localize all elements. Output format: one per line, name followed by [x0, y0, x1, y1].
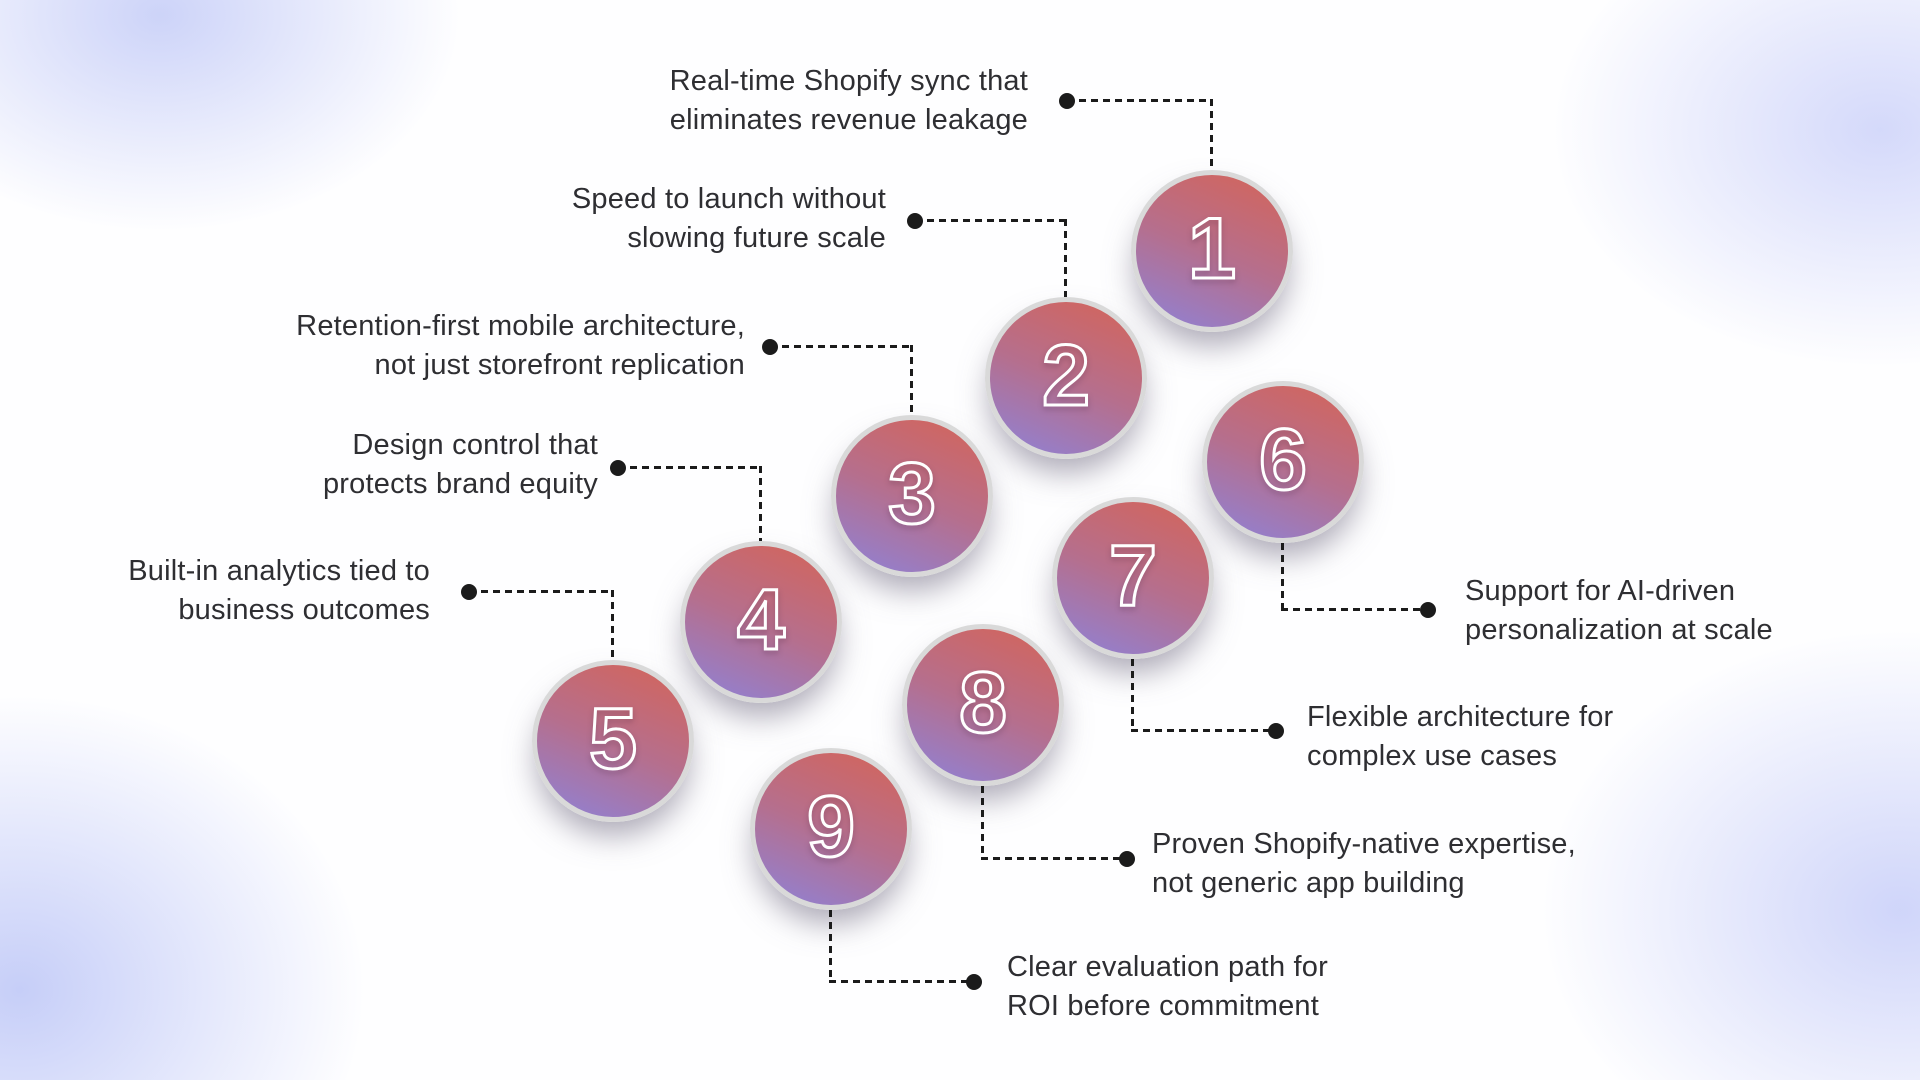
- step-circle-5: 5: [532, 660, 694, 822]
- step-label-9-line-1: Clear evaluation path for: [1007, 951, 1328, 983]
- connector-8-dot: [1119, 851, 1135, 867]
- connector-1-vertical: [1210, 99, 1213, 170]
- connector-3-vertical: [910, 345, 913, 415]
- step-label-5: Built-in analytics tied to business outc…: [128, 552, 430, 630]
- connector-7-vertical: [1131, 659, 1134, 730]
- step-label-7-line-2: complex use cases: [1307, 740, 1558, 772]
- step-label-1-line-2: eliminates revenue leakage: [669, 104, 1028, 136]
- step-label-7: Flexible architecture for complex use ca…: [1307, 698, 1613, 776]
- step-label-8-line-2: not generic app building: [1152, 867, 1465, 899]
- connector-5-dot: [461, 584, 477, 600]
- connector-5-vertical: [611, 590, 614, 660]
- step-label-4: Design control that protects brand equit…: [323, 426, 598, 504]
- step-number-9: 9: [806, 779, 857, 875]
- step-label-3: Retention-first mobile architecture, not…: [296, 307, 745, 385]
- step-label-4-line-2: protects brand equity: [322, 468, 598, 500]
- connector-2-vertical: [1064, 219, 1067, 297]
- connector-8-vertical: [981, 786, 984, 858]
- connector-3-horizontal: [770, 345, 912, 348]
- step-circle-1: 1: [1131, 170, 1293, 332]
- step-label-9: Clear evaluation path for ROI before com…: [1007, 948, 1328, 1026]
- step-number-5: 5: [588, 691, 639, 787]
- connector-6-horizontal: [1281, 608, 1428, 611]
- connector-1-dot: [1059, 93, 1075, 109]
- step-number-4: 4: [736, 572, 787, 668]
- step-label-2-line-1: Speed to launch without: [571, 183, 886, 215]
- step-label-2: Speed to launch without slowing future s…: [572, 180, 886, 258]
- step-label-5-line-2: business outcomes: [178, 594, 430, 626]
- connector-9-horizontal: [829, 980, 974, 983]
- step-number-6: 6: [1258, 412, 1309, 508]
- step-number-7: 7: [1108, 528, 1159, 624]
- step-circle-8: 8: [902, 624, 1064, 786]
- step-label-7-line-1: Flexible architecture for: [1307, 701, 1614, 733]
- step-label-9-line-2: ROI before commitment: [1007, 990, 1320, 1022]
- step-number-2: 2: [1041, 328, 1092, 424]
- step-circle-6: 6: [1202, 381, 1364, 543]
- step-label-1-line-1: Real-time Shopify sync that: [669, 65, 1028, 97]
- step-label-3-line-1: Retention-first mobile architecture,: [296, 310, 745, 342]
- step-label-3-line-2: not just storefront replication: [374, 349, 745, 381]
- connector-6-dot: [1420, 602, 1436, 618]
- step-label-6-line-1: Support for AI-driven: [1465, 575, 1736, 607]
- step-label-6: Support for AI-driven personalization at…: [1465, 572, 1773, 650]
- connector-1-horizontal: [1067, 99, 1212, 102]
- connector-4-horizontal: [618, 466, 761, 469]
- step-circle-4: 4: [680, 541, 842, 703]
- connector-3-dot: [762, 339, 778, 355]
- connector-9-dot: [966, 974, 982, 990]
- step-label-8-line-1: Proven Shopify-native expertise,: [1152, 828, 1576, 860]
- connector-9-vertical: [829, 910, 832, 981]
- step-circle-2: 2: [985, 297, 1147, 459]
- connector-2-horizontal: [915, 219, 1066, 222]
- step-label-4-line-1: Design control that: [352, 429, 598, 461]
- step-label-2-line-2: slowing future scale: [627, 222, 886, 254]
- step-label-8: Proven Shopify-native expertise, not gen…: [1152, 825, 1576, 903]
- connector-5-horizontal: [469, 590, 613, 593]
- step-circle-3: 3: [831, 415, 993, 577]
- step-label-6-line-2: personalization at scale: [1465, 614, 1773, 646]
- connector-6-vertical: [1281, 543, 1284, 609]
- connector-2-dot: [907, 213, 923, 229]
- step-label-1: Real-time Shopify sync that eliminates r…: [670, 62, 1028, 140]
- step-circle-7: 7: [1052, 497, 1214, 659]
- connector-8-horizontal: [981, 857, 1127, 860]
- connector-4-vertical: [759, 466, 762, 541]
- step-label-5-line-1: Built-in analytics tied to: [128, 555, 430, 587]
- connector-7-horizontal: [1131, 729, 1276, 732]
- step-number-3: 3: [887, 446, 938, 542]
- connector-7-dot: [1268, 723, 1284, 739]
- connector-4-dot: [610, 460, 626, 476]
- step-number-8: 8: [958, 655, 1009, 751]
- step-circle-9: 9: [750, 748, 912, 910]
- step-number-1: 1: [1187, 201, 1238, 297]
